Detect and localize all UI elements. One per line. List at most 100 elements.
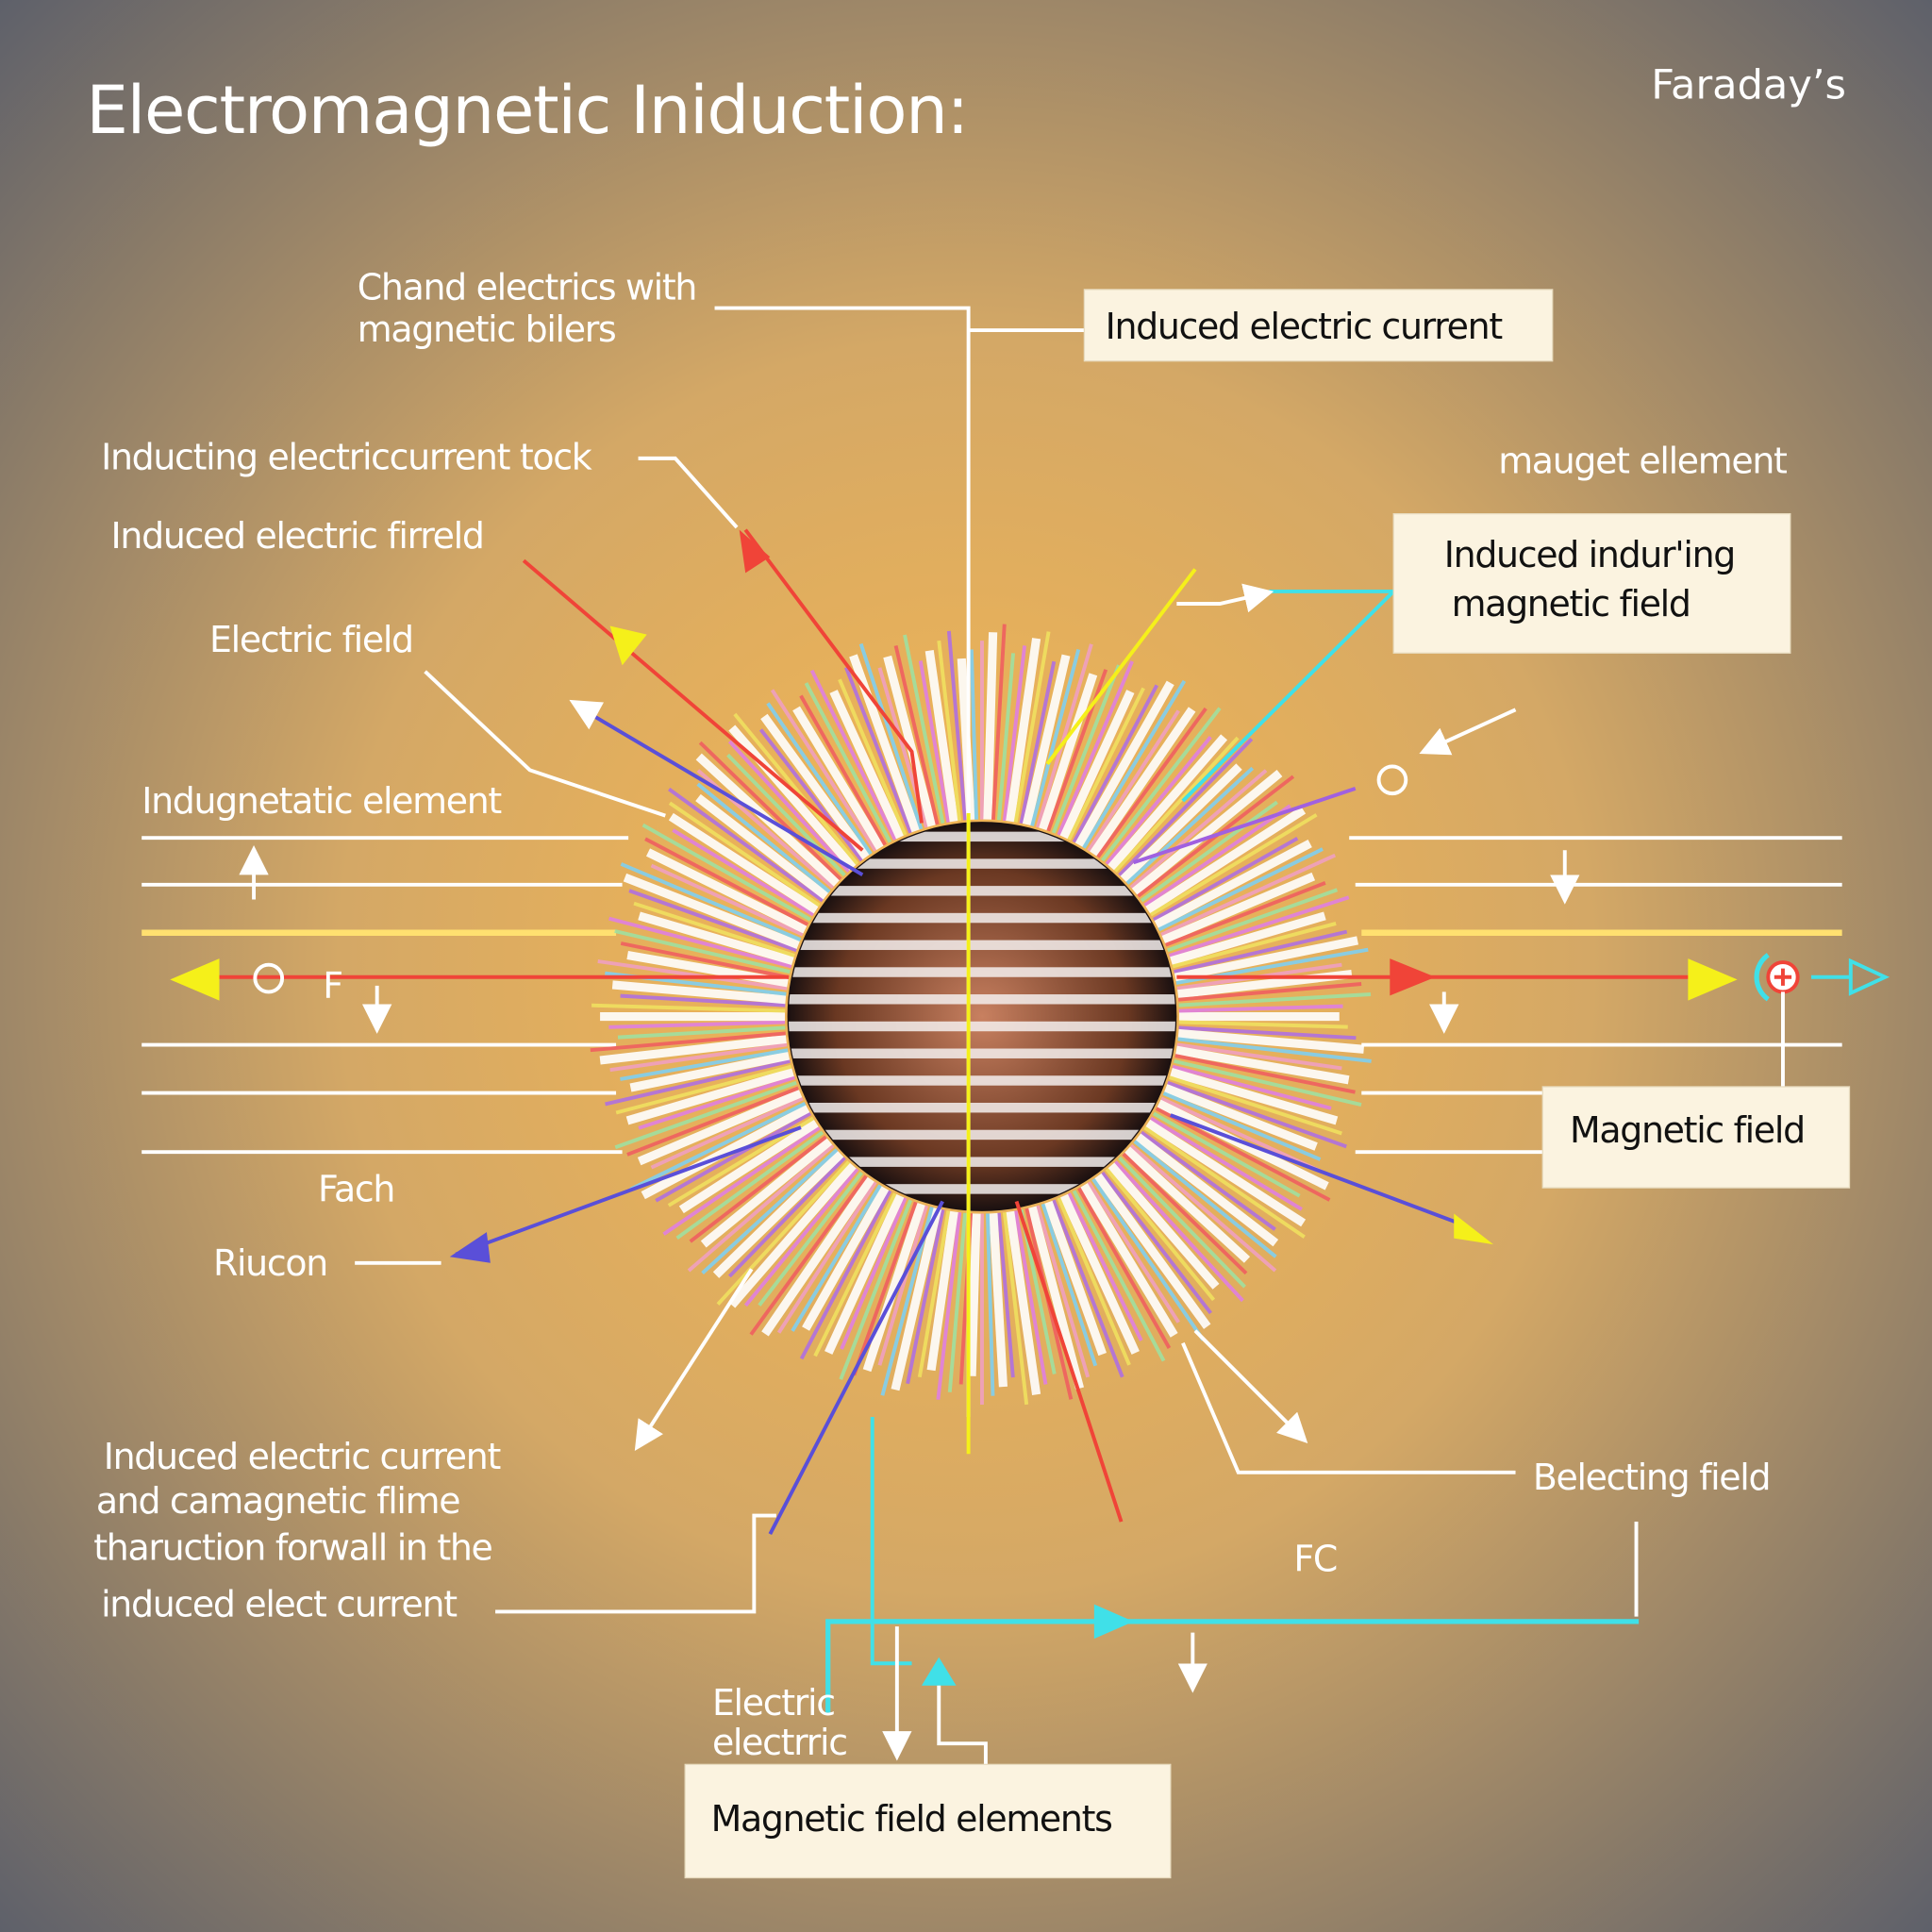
ray [608,916,792,969]
label-f: F [323,965,341,1007]
ray [893,645,940,825]
ray [615,1064,792,1115]
box-induced-current: Induced electric current [1083,289,1554,362]
ray [1152,837,1299,922]
ray [655,1111,811,1203]
ray [883,655,937,827]
coil-winding [788,1129,1176,1141]
ray [1170,1068,1339,1125]
ray [1125,766,1255,885]
ray [623,873,800,949]
ray [1082,679,1187,849]
ray [678,1119,819,1214]
ray [1108,1162,1220,1290]
ray [858,642,924,830]
ray [1172,922,1337,969]
coil-winding [788,886,1176,896]
ray [937,640,962,822]
ray [1072,684,1159,843]
ray [758,1171,863,1307]
label-electric-1: Electric [712,1682,835,1724]
ray [1108,734,1228,871]
ray [728,1162,857,1308]
ray [1143,1125,1306,1239]
ray [1035,643,1093,828]
ray [1096,707,1208,858]
ray [727,1157,846,1278]
ray [824,1193,905,1355]
ray [1035,1205,1091,1378]
ray [701,1148,839,1275]
ray [1051,664,1121,834]
label-chand-2: magnetic bilers [358,308,616,350]
ray [1177,1037,1372,1063]
ray [641,1105,810,1200]
ray [1122,1152,1248,1275]
arrow-left-icon [170,958,220,1001]
ray [728,724,857,871]
box-magnetic-elements-text: Magnetic field elements [711,1798,1112,1840]
ray [609,1042,788,1073]
ray [1013,631,1051,823]
ray [758,728,863,862]
ray [761,1176,874,1337]
ray [1129,769,1268,890]
ray [903,634,945,824]
coil-winding [788,994,1176,1005]
ray [672,828,815,917]
ray [776,1181,877,1334]
ray [698,741,842,881]
ray [727,740,851,873]
ray [645,848,808,934]
ray [770,689,877,852]
ray [969,649,978,820]
ray [1027,1206,1084,1390]
ray [1118,738,1254,877]
label-indugnetatic: Indugnetatic element [142,780,501,822]
label-mauget: mauget ellement [1498,441,1787,482]
ray [1072,1190,1166,1362]
ray [967,1213,981,1376]
ray [1039,673,1098,831]
ray [1077,1187,1172,1349]
current-line [170,953,1890,1087]
ray [1002,645,1027,822]
ray [1074,680,1174,847]
ray [1178,1025,1357,1041]
ray [1105,1168,1216,1302]
arrow-right-icon [1688,958,1738,1001]
label-lower-1: Induced electric current [104,1436,501,1477]
ray [1174,1054,1356,1094]
box-magnetic-field: Magnetic field [1541,1086,1851,1189]
ray [1170,911,1326,966]
ray [1154,840,1312,929]
ray [877,1205,928,1366]
ray [689,1135,827,1243]
ray [1143,804,1291,908]
box-induced-inducing: Induced indur'ing magnetic field [1392,512,1791,654]
ray [599,1034,787,1065]
ray [1101,707,1222,862]
ray [1019,660,1057,824]
ray [620,941,790,979]
ray [1046,669,1108,832]
ray [862,1202,925,1373]
ray [626,1086,799,1157]
ray [733,712,859,866]
coil-winding [788,1075,1176,1086]
ray [650,1096,804,1170]
ray [638,911,794,966]
ray [712,1150,844,1278]
ray [996,653,1016,821]
ray [1172,1064,1332,1110]
box-magnetic-field-text: Magnetic field [1570,1109,1805,1151]
ray [1167,888,1339,953]
ray [1164,1084,1318,1151]
ray [1094,1173,1211,1329]
ray [829,690,905,840]
coil-winding [788,967,1176,977]
leader-lines [355,306,1640,1765]
ray [1090,707,1196,857]
ray [839,1199,912,1380]
